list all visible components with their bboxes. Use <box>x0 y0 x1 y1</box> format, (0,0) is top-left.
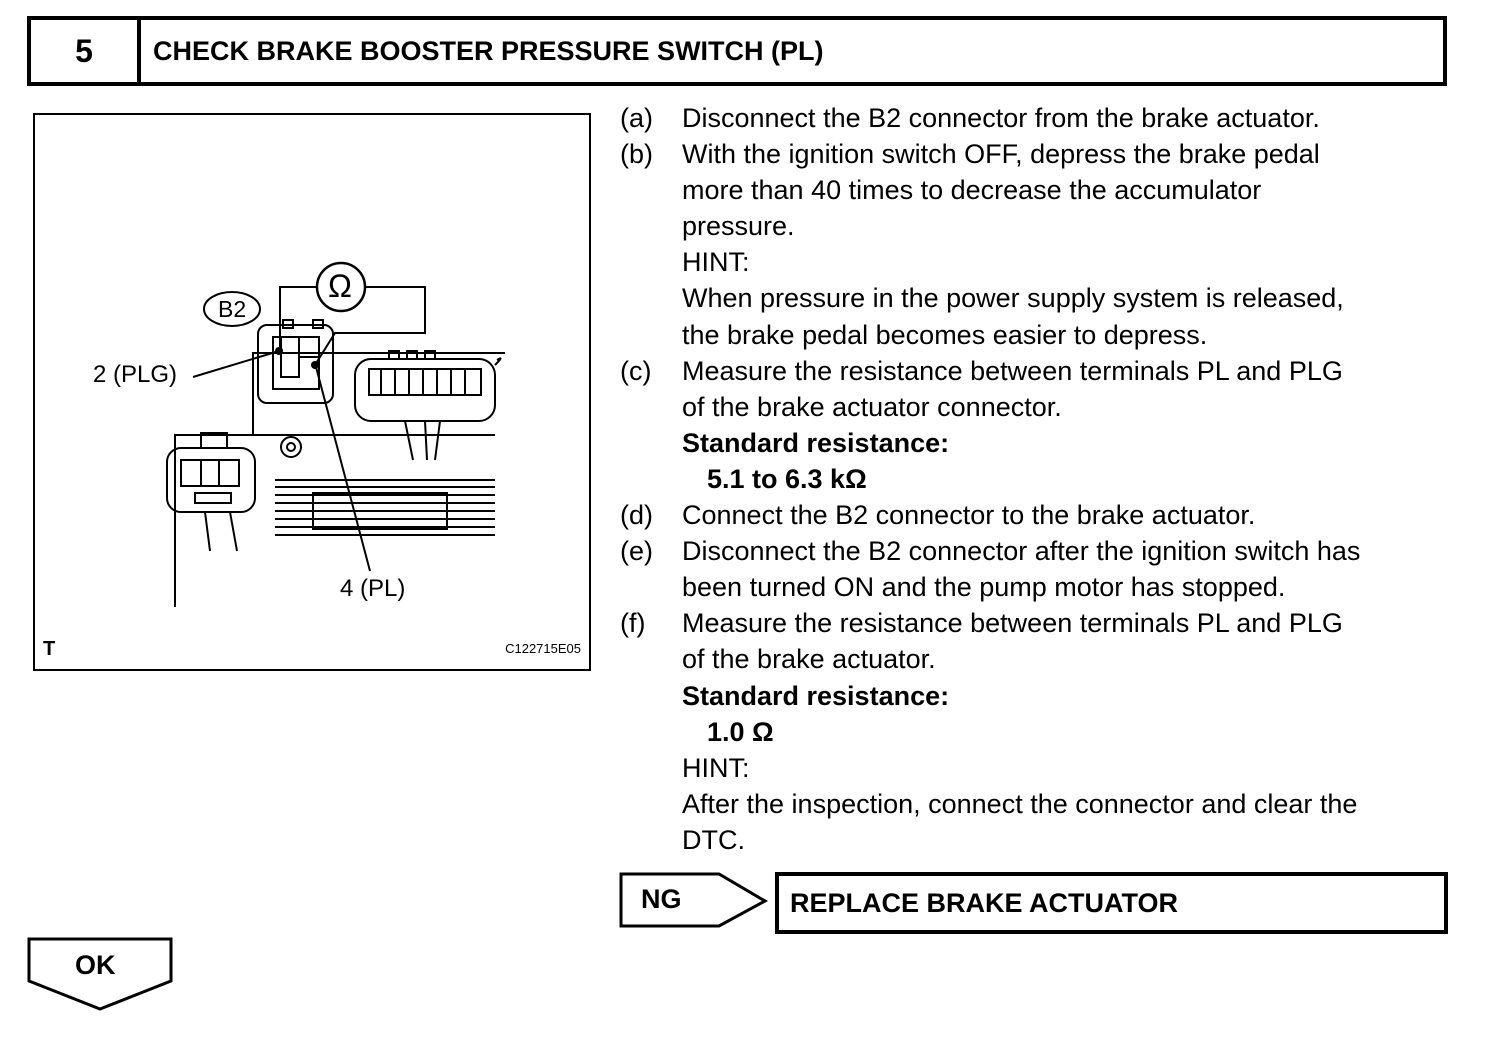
step-text: of the brake actuator connector. <box>682 391 1062 422</box>
standard-label: Standard resistance: <box>682 427 950 458</box>
step-c: (c) Measure the resistance between termi… <box>620 353 1480 389</box>
connector-tag: B2 <box>218 296 247 322</box>
step-text: Measure the resistance between terminals… <box>682 608 1343 639</box>
pin-pl-label: 4 (PL) <box>340 575 406 602</box>
figure-corner-mark: T <box>43 638 56 660</box>
step-text: of the brake actuator. <box>682 644 936 675</box>
step-e: (e) Disconnect the B2 connector after th… <box>620 533 1480 569</box>
ok-result-tag: OK <box>27 937 173 1011</box>
hint-text: After the inspection, connect the connec… <box>682 788 1358 819</box>
step-f: (f) Measure the resistance between termi… <box>620 605 1480 641</box>
connector-drawing <box>166 261 505 607</box>
ng-label: NG <box>641 884 682 914</box>
standard-value: 1.0 Ω <box>707 716 774 747</box>
standard-label: Standard resistance: <box>682 680 950 711</box>
ok-label: OK <box>75 950 116 980</box>
hint-label: HINT: <box>682 247 750 278</box>
ng-arrow-shape <box>619 872 769 928</box>
step-text: pressure. <box>682 211 795 242</box>
step-text: Disconnect the B2 connector from the bra… <box>682 103 1320 133</box>
hint-text: the brake pedal becomes easier to depres… <box>682 319 1208 350</box>
procedure-steps: (a) Disconnect the B2 connector from the… <box>620 100 1480 858</box>
ng-action-box: REPLACE BRAKE ACTUATOR <box>775 872 1448 934</box>
ok-arrow-shape <box>27 937 173 1011</box>
step-letter: (d) <box>620 500 653 531</box>
hint-text: When pressure in the power supply system… <box>682 283 1344 314</box>
step-number: 5 <box>31 20 141 82</box>
hint-text: DTC. <box>682 824 745 855</box>
standard-value: 5.1 to 6.3 kΩ <box>707 463 867 494</box>
step-text: Measure the resistance between terminals… <box>682 355 1343 386</box>
step-letter: (b) <box>620 139 653 170</box>
step-text: Disconnect the B2 connector after the ig… <box>682 536 1361 567</box>
meter-symbol: Ω <box>328 268 352 304</box>
step-letter: (a) <box>620 103 653 133</box>
pin-plg-label: 2 (PLG) <box>93 361 178 388</box>
step-title: CHECK BRAKE BOOSTER PRESSURE SWITCH (PL) <box>153 35 824 66</box>
step-d: (d) Connect the B2 connector to the brak… <box>620 497 1480 533</box>
figure-code: C122715E05 <box>505 641 581 656</box>
ng-result-tag: NG <box>619 872 769 930</box>
step-letter: (f) <box>620 608 646 639</box>
step-text: Connect the B2 connector to the brake ac… <box>682 500 1256 531</box>
connector-illustration: Ω B2 2 (PLG) 4 (PL) T C122715E05 <box>33 113 591 671</box>
ng-action-text: REPLACE BRAKE ACTUATOR <box>790 887 1179 918</box>
step-text: been turned ON and the pump motor has st… <box>682 572 1286 603</box>
step-b: (b) With the ignition switch OFF, depres… <box>620 136 1480 172</box>
step-a: (a) Disconnect the B2 connector from the… <box>620 100 1480 136</box>
step-text: With the ignition switch OFF, depress th… <box>682 139 1320 170</box>
step-header: 5 CHECK BRAKE BOOSTER PRESSURE SWITCH (P… <box>27 16 1447 86</box>
hint-label: HINT: <box>682 752 750 783</box>
step-text: more than 40 times to decrease the accum… <box>682 175 1262 206</box>
step-letter: (e) <box>620 536 653 567</box>
step-letter: (c) <box>620 355 652 386</box>
